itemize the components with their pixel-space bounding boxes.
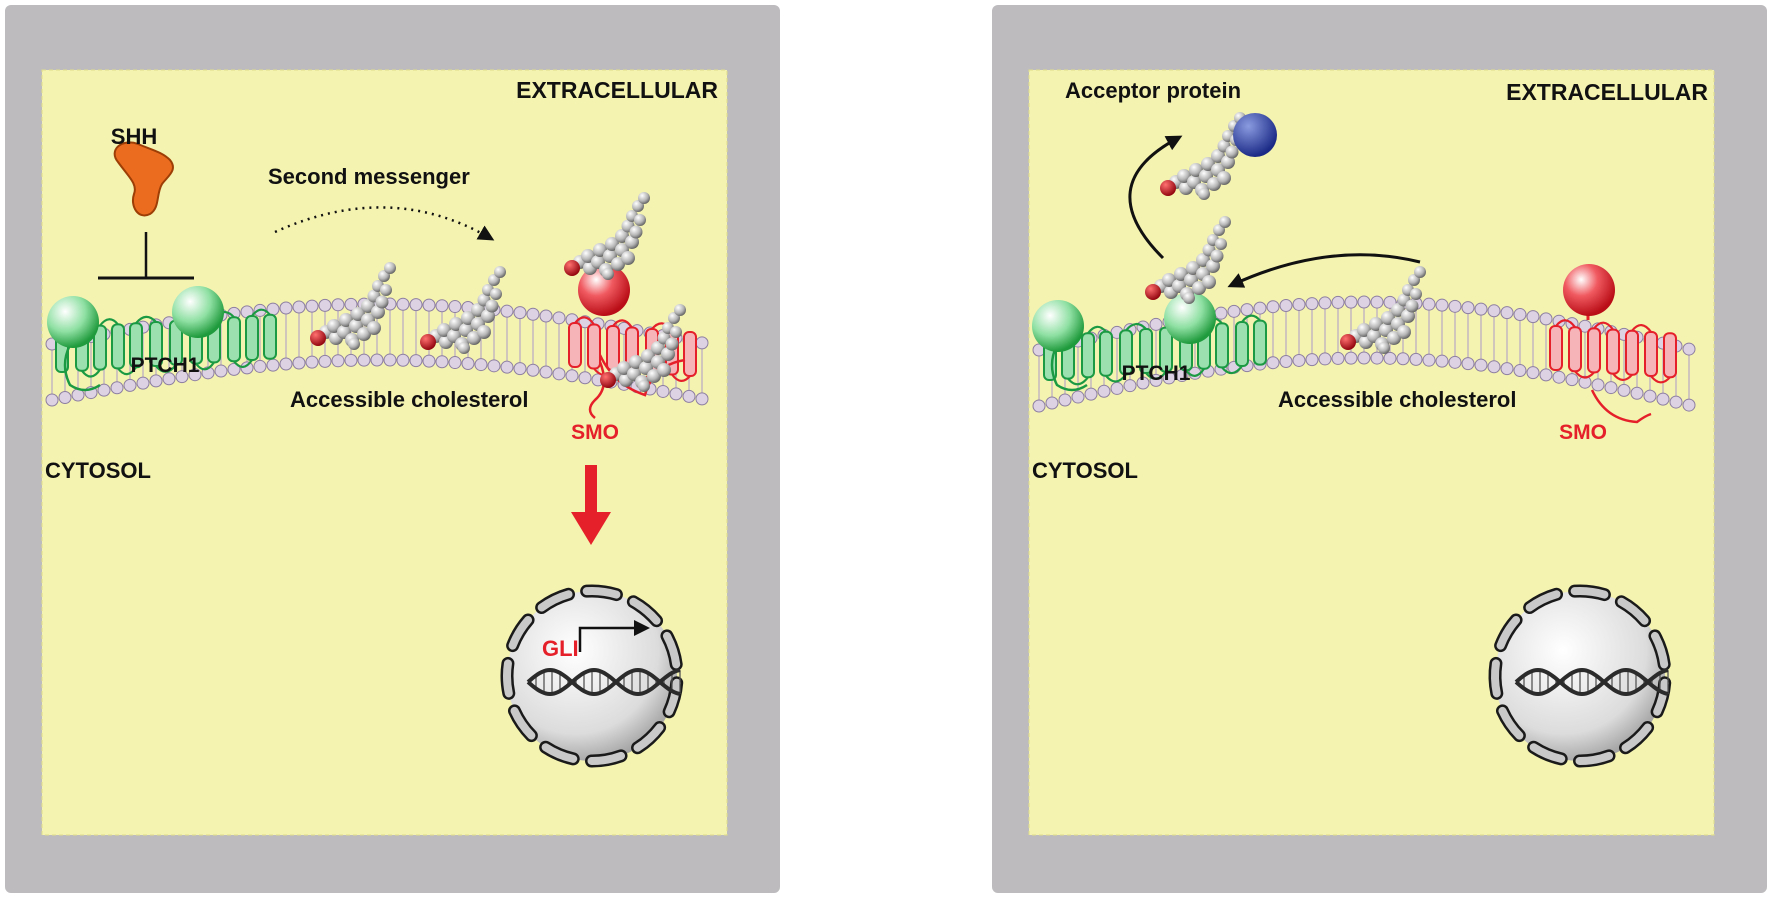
smo-label: SMO [1559,421,1607,444]
accessible-cholesterol-label: Accessible cholesterol [1278,387,1516,412]
accessible-cholesterol-label: Accessible cholesterol [290,387,528,412]
smo-protein [1549,264,1677,424]
signal-arrow [571,465,611,545]
smo-label: SMO [571,421,619,444]
cytosol-label: CYTOSOL [1032,458,1138,483]
dna-helix [1514,667,1669,697]
cholesterol-transfer-arrow [1227,253,1421,288]
ptch1-protein [1032,292,1267,392]
inhibition-bar [98,232,194,280]
ptch1-ecd-sphere [1032,300,1084,352]
cytosol-label: CYTOSOL [45,458,151,483]
ptch1-protein [47,286,277,392]
transcription-arrow [578,620,650,652]
panel-left: EXTRACELLULAR SHH Second messenger PTCH1… [5,5,780,893]
second-messenger-label: Second messenger [268,164,470,189]
panel-right: Acceptor protein EXTRACELLULAR PTCH1 Acc… [992,5,1767,893]
ptch1-label: PTCH1 [1122,362,1191,385]
shh-ligand [113,141,174,217]
cholesterol-extraction-arrow [1128,135,1183,260]
ptch1-ecd-sphere [47,296,99,348]
dna-helix [526,667,681,697]
acceptor-protein-label: Acceptor protein [1065,78,1241,103]
ptch1-label: PTCH1 [131,354,200,377]
extracellular-label: EXTRACELLULAR [516,77,718,103]
ptch1-ecd-sphere [1164,292,1216,344]
shh-label: SHH [111,124,157,149]
ptch1-ecd-sphere [172,286,224,338]
gli-label: GLI [542,636,579,661]
smo-crd-sphere [578,264,630,316]
acceptor-protein-sphere [1233,113,1277,157]
extracellular-label: EXTRACELLULAR [1506,79,1708,105]
smo-crd-sphere [1563,264,1615,316]
